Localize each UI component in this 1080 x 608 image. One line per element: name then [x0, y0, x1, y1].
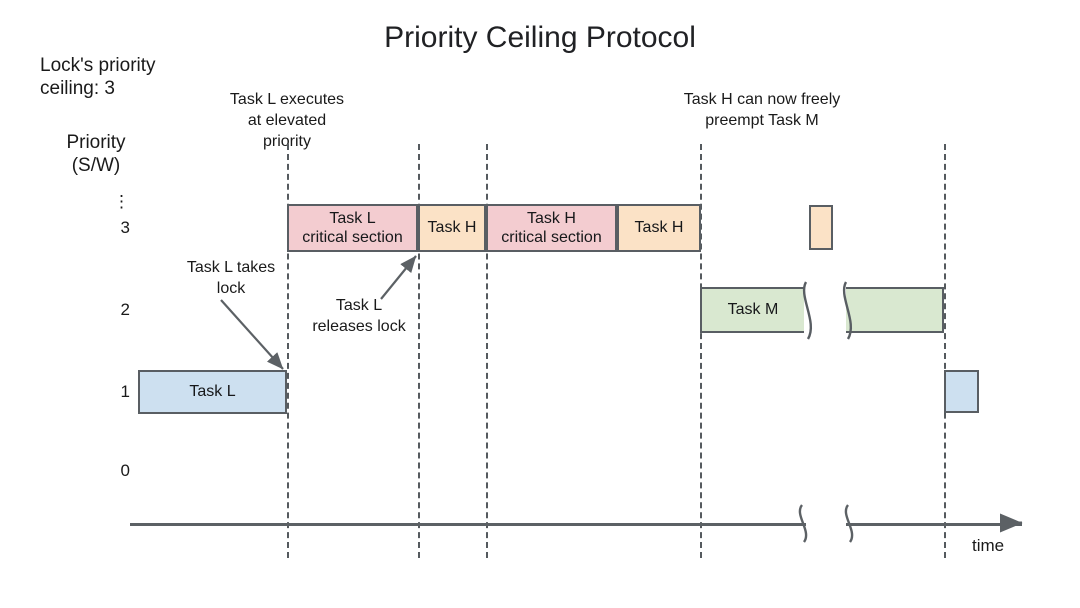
bar-task-h-critical-section[interactable]: Task H critical section: [486, 204, 617, 252]
bar-task-l-critical-section[interactable]: Task L critical section: [287, 204, 418, 252]
bar-task-l-1[interactable]: Task L: [138, 370, 287, 414]
bar-task-l-2[interactable]: [944, 370, 979, 413]
bar-task-h-2[interactable]: Task H: [617, 204, 701, 252]
event-line-3: [486, 144, 488, 558]
x-axis-label: time: [972, 536, 1005, 555]
y-tick-2: 2: [120, 300, 130, 319]
event-line-4: [700, 144, 702, 558]
annotation-elevated-priority: Task L executes at elevated priority: [229, 91, 345, 150]
annotation-task-l-releases-lock: Task L releases lock: [312, 297, 406, 335]
time-axis-right: [846, 523, 1022, 526]
bar-task-m-2[interactable]: [846, 287, 944, 333]
bar-task-h-3[interactable]: [809, 205, 833, 250]
y-tick-1: 1: [120, 382, 130, 401]
event-line-2: [418, 144, 420, 558]
annotation-task-l-takes-lock: Task L takes lock: [186, 259, 276, 297]
annotation-preempt-task-m: Task H can now freely preempt Task M: [683, 91, 841, 129]
y-axis-title: Priority (S/W): [66, 132, 126, 177]
lock-priority-ceiling-note: Lock's priority ceiling: 3: [40, 55, 156, 100]
event-line-5: [944, 144, 946, 558]
arrow-takes-lock: [220, 299, 284, 370]
page-title: Priority Ceiling Protocol: [384, 21, 696, 54]
y-tick-ellipsis: ⋮: [113, 192, 130, 211]
time-axis-left: [130, 523, 806, 526]
y-tick-3: 3: [120, 218, 130, 237]
bar-task-m-1[interactable]: Task M: [700, 287, 804, 333]
y-tick-0: 0: [120, 461, 130, 480]
task-m-break-left-icon: [802, 281, 813, 340]
arrow-releases-lock: [380, 255, 417, 300]
event-line-1: [287, 144, 289, 558]
bar-task-h-1[interactable]: Task H: [418, 204, 486, 252]
